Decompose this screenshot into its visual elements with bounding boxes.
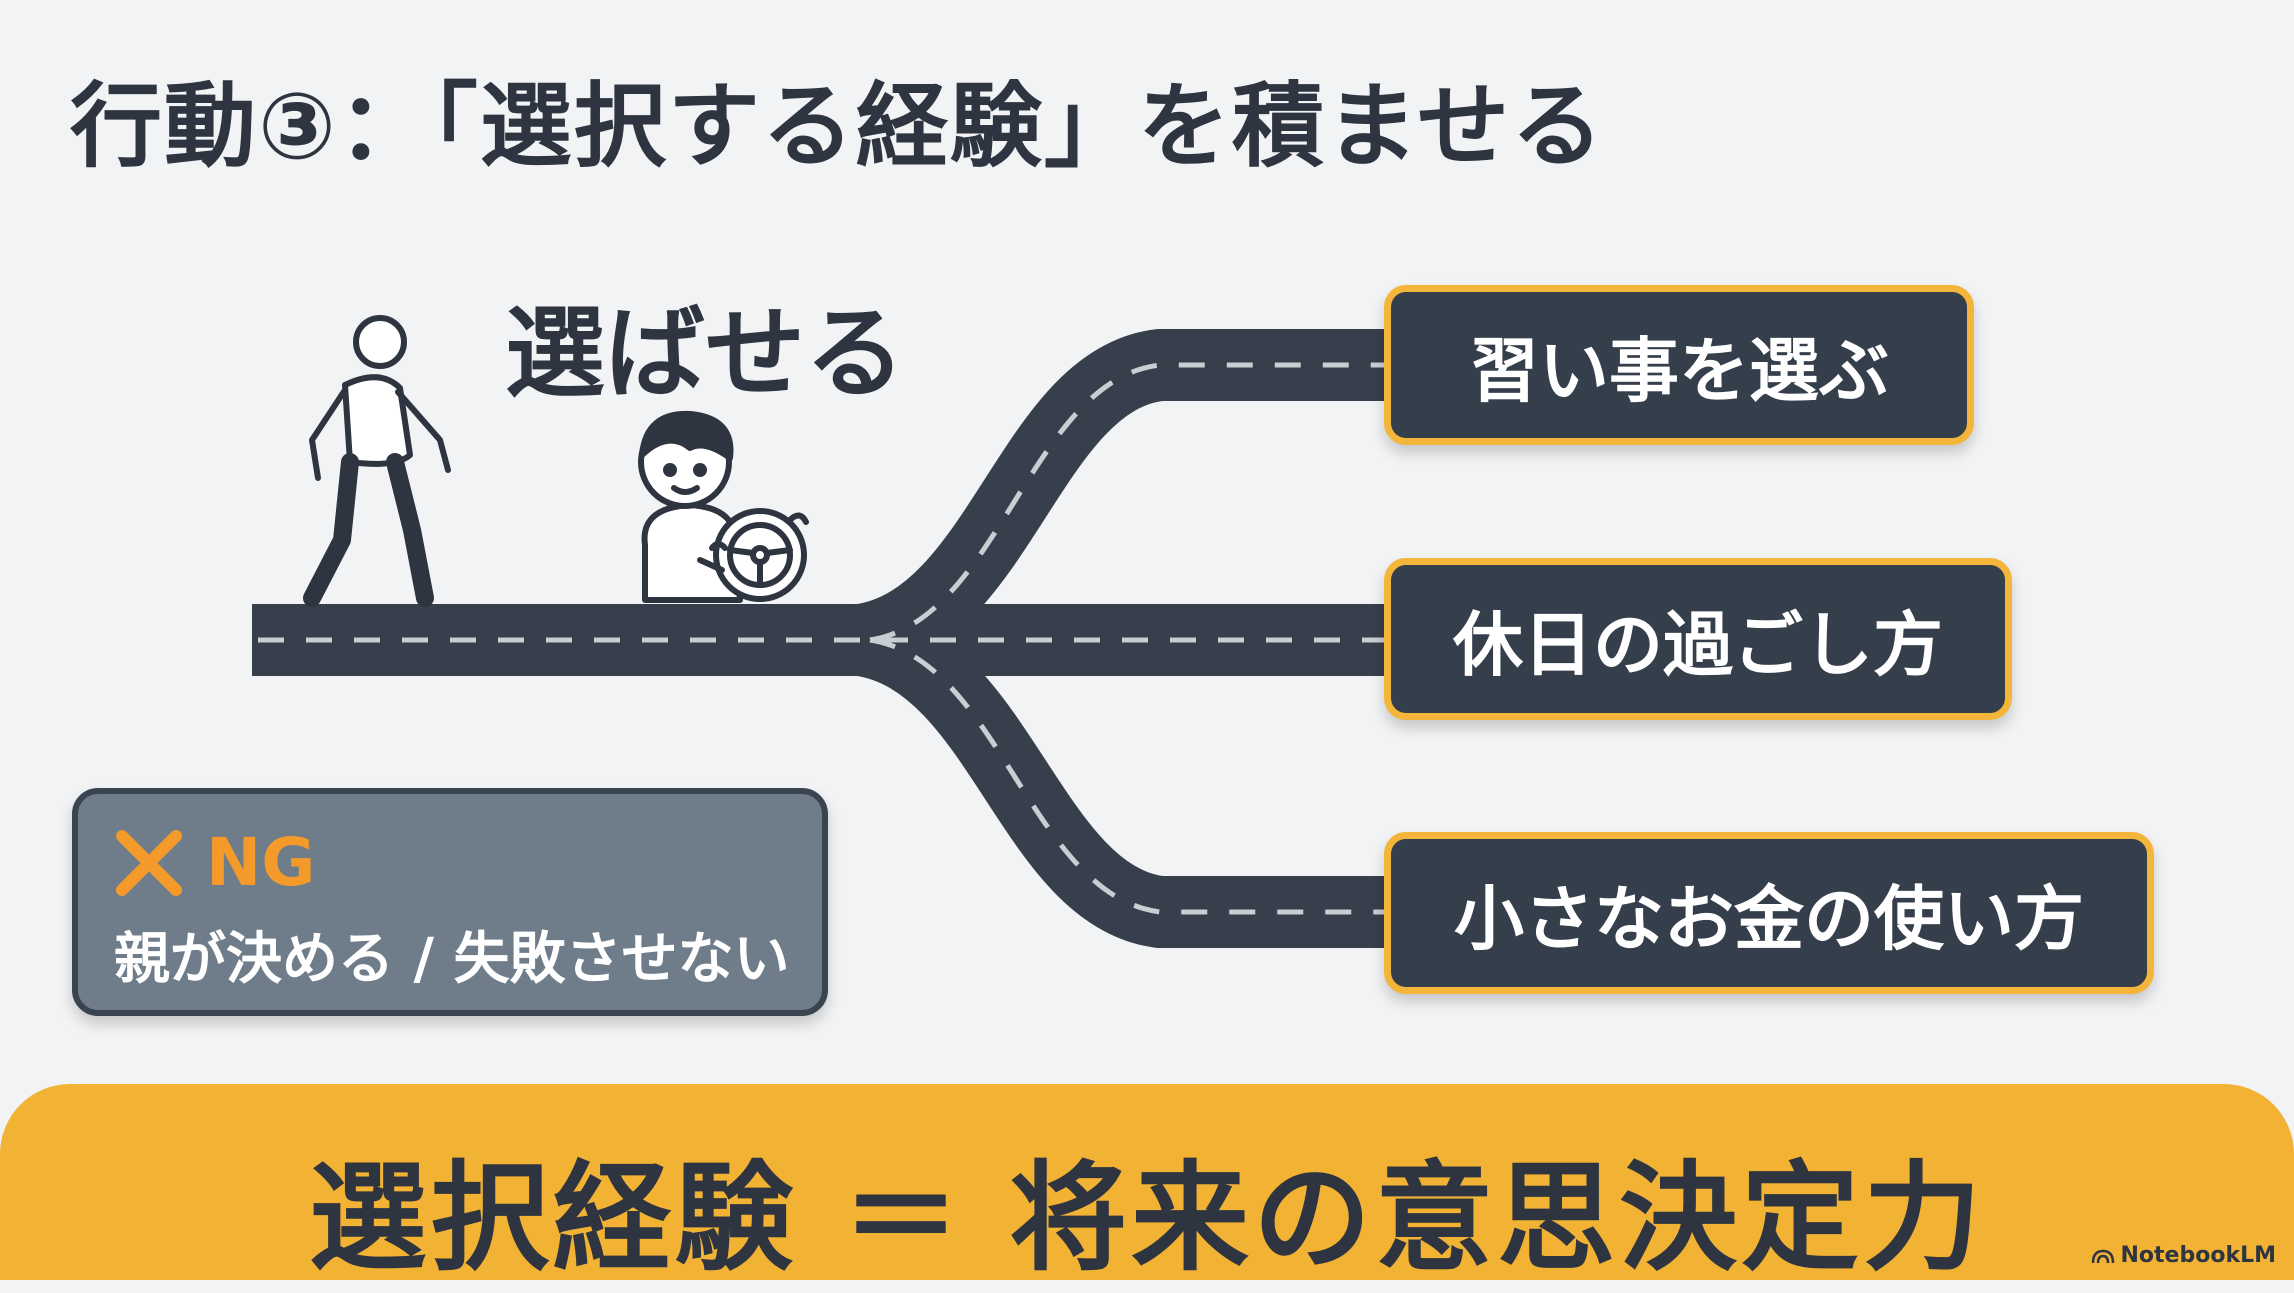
choice-label: 小さなお金の使い方	[1454, 877, 2084, 960]
watermark-text: NotebookLM	[2120, 1243, 2276, 1268]
ng-label: NG	[206, 824, 316, 901]
choice-card-money: 小さなお金の使い方	[1384, 832, 2154, 994]
ng-description: 親が決める / 失敗させない	[114, 927, 790, 992]
conclusion-text: 選択経験 ＝ 将来の意思決定力	[308, 1149, 1986, 1287]
conclusion-banner: 選択経験 ＝ 将来の意思決定力	[0, 1084, 2294, 1287]
watermark: NotebookLM	[2091, 1243, 2276, 1268]
walking-adult-icon	[303, 315, 451, 607]
choice-label: 習い事を選ぶ	[1469, 329, 1889, 412]
ng-callout: NG 親が決める / 失敗させない	[72, 788, 828, 1016]
page-title: 行動③：「選択する経験」を積ませる	[70, 73, 1606, 180]
choice-label: 休日の過ごし方	[1453, 603, 1943, 686]
ng-header: NG	[114, 824, 315, 901]
choice-card-holidays: 休日の過ごし方	[1384, 558, 2012, 720]
choose-heading: 選ばせる	[505, 295, 905, 412]
road-dashes	[258, 362, 1390, 915]
ng-x-icon	[116, 829, 182, 896]
upper-branch-road	[852, 329, 1395, 676]
notebooklm-logo-icon	[2091, 1249, 2114, 1263]
lower-branch-road	[852, 604, 1395, 948]
child-with-steering-wheel-icon	[638, 410, 809, 603]
choice-card-lessons: 習い事を選ぶ	[1384, 285, 1974, 445]
